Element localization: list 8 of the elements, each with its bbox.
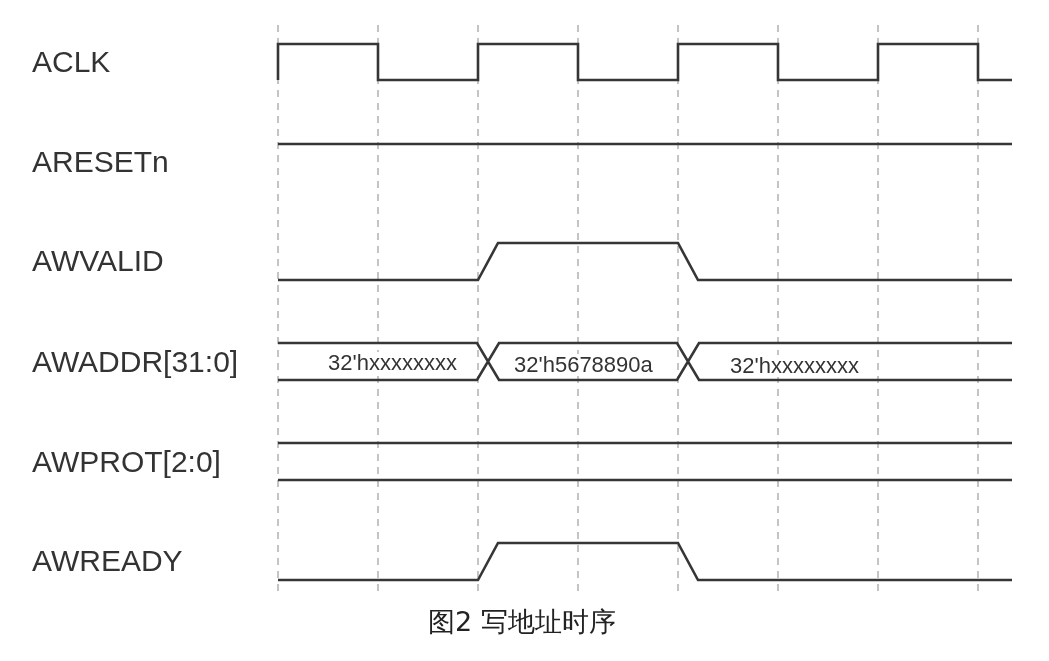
signal-name: AWPROT[2:0]	[32, 447, 221, 478]
signal-name: ACLK	[32, 47, 111, 78]
bus-value: 32'hxxxxxxxx	[729, 355, 860, 378]
caption: 图2 写地址时序	[428, 608, 616, 635]
signal-name: AWVALID	[32, 246, 164, 277]
signal-name: AWREADY	[32, 546, 183, 577]
signal-name: ARESETn	[32, 147, 169, 178]
signal-name: AWADDR[31:0]	[32, 347, 239, 378]
